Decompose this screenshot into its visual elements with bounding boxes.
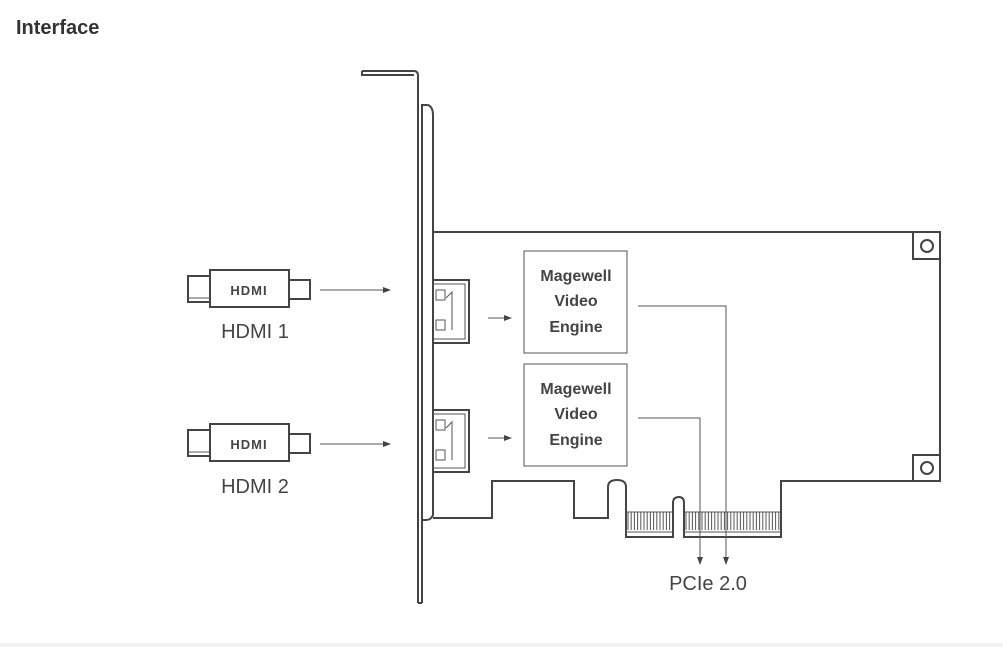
hdmi-logo-icon: HDMI <box>230 283 267 298</box>
mounting-hole-bottom <box>912 454 940 481</box>
board-hdmi-port-1 <box>433 279 470 344</box>
engine-2-line-3: Engine <box>549 432 602 449</box>
pci-bracket <box>361 70 434 604</box>
engine1-to-pcie-arrow <box>638 305 729 565</box>
footer-divider <box>0 643 1003 647</box>
hdmi-1-label: HDMI 1 <box>221 321 289 343</box>
engine-1-line-2: Video <box>554 293 598 310</box>
circuit-board <box>433 231 941 538</box>
engine-2-line-1: Magewell <box>540 381 611 398</box>
hdmi-plug-1: HDMI <box>187 269 311 308</box>
hdmi-2-label: HDMI 2 <box>221 476 289 498</box>
hdmi-plug-2: HDMI <box>187 423 311 462</box>
pcie-label: PCIe 2.0 <box>669 573 747 595</box>
engine-1-line-1: Magewell <box>540 268 611 285</box>
engine-1-line-3: Engine <box>549 319 602 336</box>
board-hdmi-port-2 <box>433 409 470 473</box>
engine-2-line-2: Video <box>554 406 598 423</box>
mounting-hole-top <box>912 232 940 260</box>
video-engine-1: Magewell Video Engine <box>523 250 628 354</box>
video-engine-2: Magewell Video Engine <box>523 363 628 467</box>
pcie-edge-connector <box>626 511 781 533</box>
section-title: Interface <box>16 17 100 39</box>
engine2-to-pcie-arrow <box>638 417 703 565</box>
hdmi-logo-icon: HDMI <box>230 437 267 452</box>
